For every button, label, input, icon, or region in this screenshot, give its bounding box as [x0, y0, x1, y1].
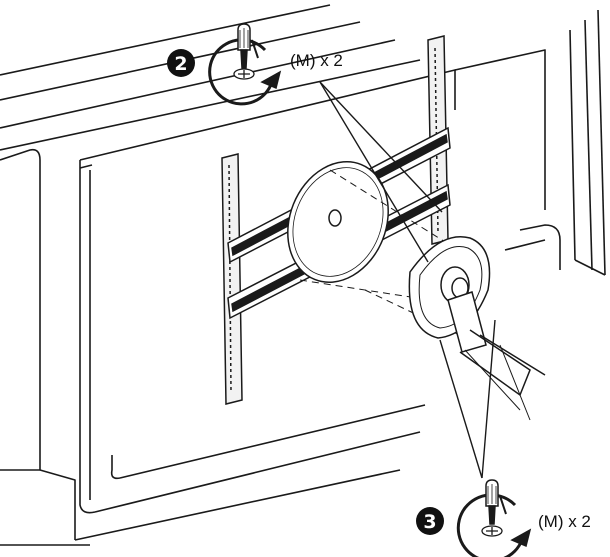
screwdriver-icon — [237, 23, 259, 69]
step-2-badge — [167, 49, 195, 77]
step-3-badge — [416, 507, 444, 535]
circular-mount-plate — [287, 161, 389, 283]
screwdriver-icon — [485, 479, 507, 525]
step-3-callout: 3 (M) x 2 — [416, 479, 591, 557]
tv-back-panel — [0, 4, 606, 546]
step-3-label: (M) x 2 — [538, 512, 591, 531]
left-vertical-rail — [221, 153, 243, 405]
pointer-lines — [319, 81, 496, 479]
step-2-number: 2 — [174, 53, 187, 75]
arm-bracket — [408, 236, 546, 421]
screw-icon — [481, 525, 503, 537]
step-2-label: (M) x 2 — [290, 51, 343, 70]
screw-icon — [233, 68, 255, 80]
step-3-number: 3 — [423, 511, 436, 533]
step-2-callout: 2 (M) x 2 — [167, 23, 343, 106]
